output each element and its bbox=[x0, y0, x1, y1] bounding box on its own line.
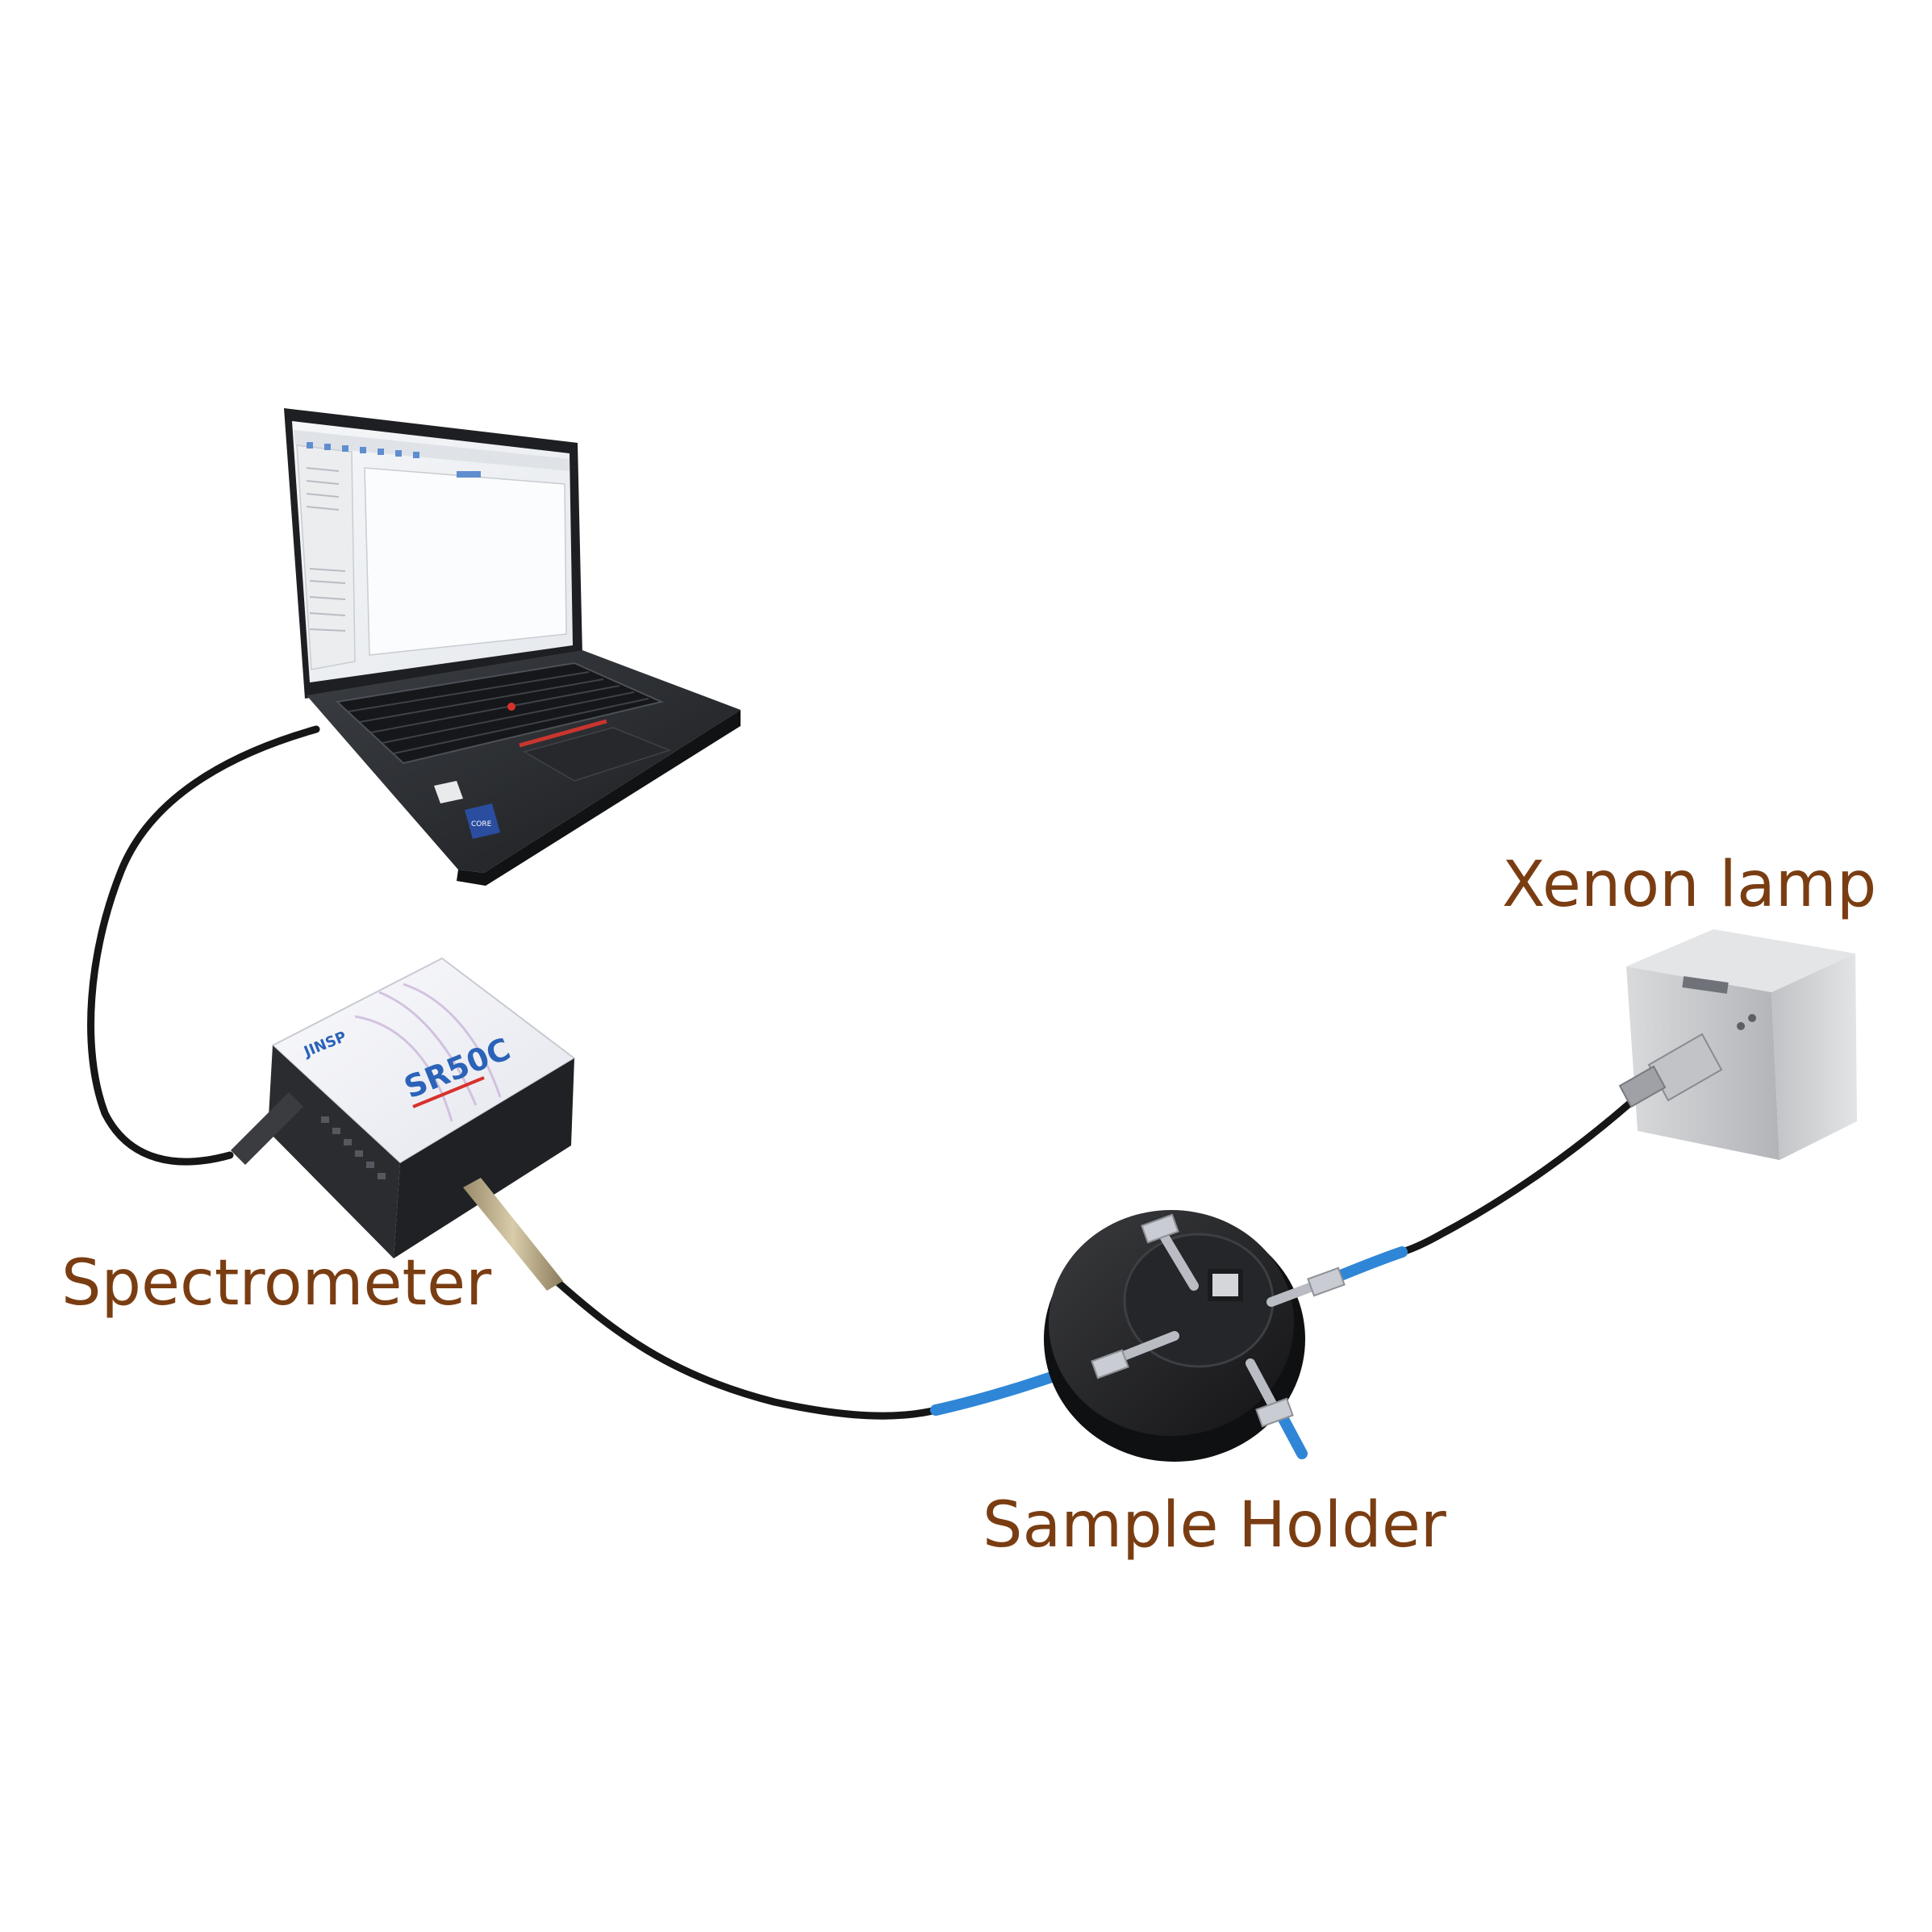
label-spectrometer: Spectrometer bbox=[61, 1247, 492, 1320]
laptop-keyboard bbox=[335, 661, 665, 765]
screen-sidebar-lines bbox=[306, 467, 346, 632]
usb-cable bbox=[87, 725, 320, 1166]
laptop-badge-text: CORE bbox=[471, 820, 492, 828]
spectrometer-ports bbox=[321, 1116, 386, 1179]
holder-clamps bbox=[1091, 1213, 1346, 1428]
lamp-hole bbox=[1748, 1014, 1756, 1022]
fiber-cable-spectrometer bbox=[554, 1279, 940, 1420]
spectrometer-right-face bbox=[394, 1058, 574, 1258]
trackpad-buttons bbox=[519, 719, 607, 748]
sample-holder bbox=[1044, 1210, 1346, 1462]
label-sample-holder: Sample Holder bbox=[983, 1489, 1446, 1562]
label-xenon-lamp: Xenon lamp bbox=[1502, 849, 1877, 921]
laptop-intel-badge bbox=[465, 803, 500, 839]
xenon-lamp bbox=[1618, 929, 1857, 1160]
usb-plug bbox=[231, 1092, 303, 1165]
spectrometer: JINSP SR50C bbox=[231, 957, 576, 1291]
screen-plot bbox=[364, 467, 567, 656]
spectrometer-left-face bbox=[268, 1045, 400, 1258]
lamp-top-face bbox=[1626, 929, 1855, 992]
trackpad bbox=[523, 727, 672, 782]
screen-toolbar-icons bbox=[307, 442, 481, 478]
lamp-side-face bbox=[1771, 953, 1857, 1160]
fiber-cable-lamp bbox=[1398, 1100, 1634, 1256]
laptop: CORE bbox=[284, 408, 741, 886]
keyboard-rows bbox=[348, 671, 649, 754]
lamp-label-strip bbox=[1682, 976, 1729, 994]
lamp-hole bbox=[1737, 1022, 1745, 1030]
lamp-connector-tip bbox=[1618, 1065, 1667, 1108]
trackpoint bbox=[507, 703, 515, 711]
spectrometer-fiber-connector bbox=[463, 1178, 563, 1291]
screen-toolbar bbox=[294, 430, 570, 471]
spectrometer-model-underline bbox=[412, 1076, 485, 1108]
holder-cuvette bbox=[1208, 1269, 1243, 1301]
laptop-sticker bbox=[434, 781, 463, 803]
